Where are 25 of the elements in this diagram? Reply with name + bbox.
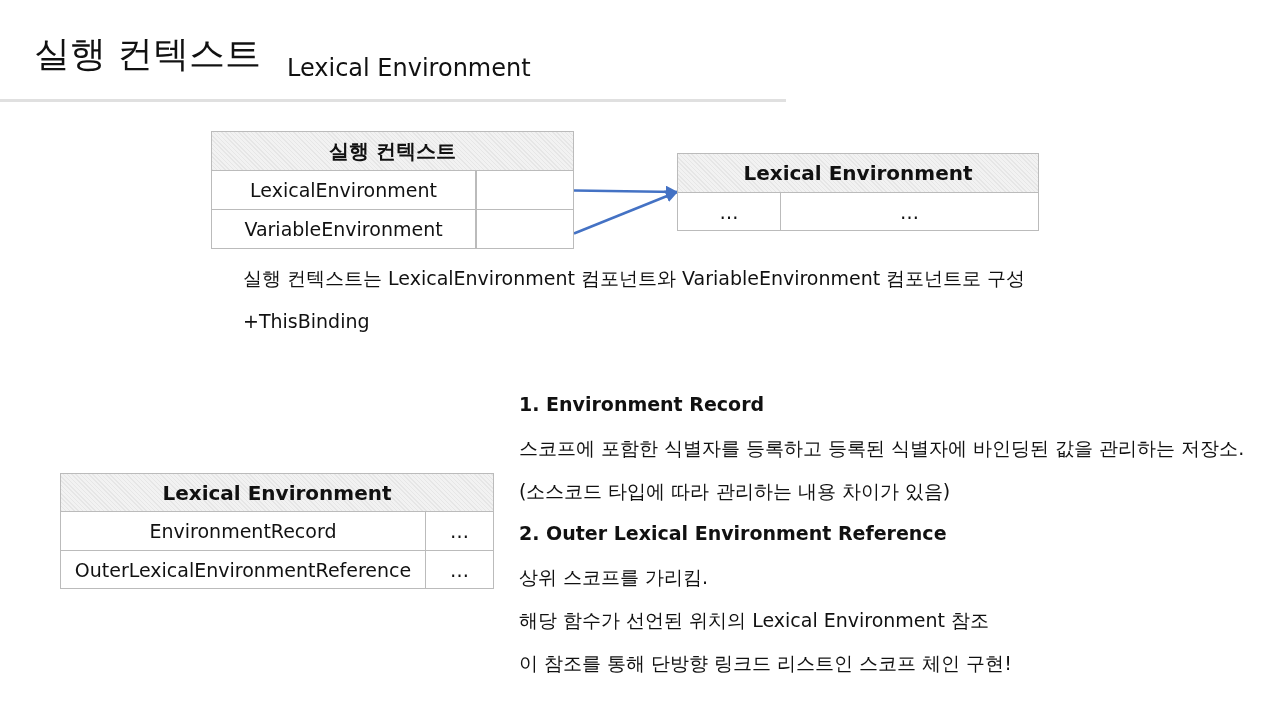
table-cell: EnvironmentRecord xyxy=(61,512,426,551)
empty-cell xyxy=(476,171,574,210)
arrow xyxy=(573,190,679,235)
text-line: 이 참조를 통해 단방향 링크드 리스트인 스코프 체인 구현! xyxy=(519,651,1012,676)
table-cell: OuterLexicalEnvironmentReference xyxy=(61,551,426,589)
text-line: 상위 스코프를 가리킴. xyxy=(519,565,709,590)
table-title: 실행 컨텍스트 xyxy=(329,137,456,165)
text-line: 스코프에 포함한 식별자를 등록하고 등록된 식별자에 바인딩된 값을 관리하는 저장소. xyxy=(519,436,1245,461)
table-cell: … xyxy=(678,193,781,231)
subtitle: Lexical Environment xyxy=(287,54,531,82)
text-line: (소스코드 타입에 따라 관리하는 내용 차이가 있음) xyxy=(519,479,951,504)
section-heading: 2. Outer Lexical Environment Reference xyxy=(519,522,947,544)
table xyxy=(677,153,1039,231)
page-title: 실행 컨텍스트 xyxy=(34,32,262,76)
table-cell: … xyxy=(426,512,494,551)
section-heading: 1. Environment Record xyxy=(519,393,765,415)
table-title: Lexical Environment xyxy=(162,480,392,505)
table-cell: … xyxy=(781,193,1039,231)
text-line: 해당 함수가 선언된 위치의 Lexical Environment 참조 xyxy=(519,608,990,633)
text-line: +ThisBinding xyxy=(243,310,370,332)
table xyxy=(60,473,494,589)
table-cell: … xyxy=(426,551,494,589)
text-line: 실행 컨텍스트는 LexicalEnvironment 컴포넌트와 VariableEnvironment 컴포넌트로 구성 xyxy=(243,266,1026,291)
table-title: Lexical Environment xyxy=(743,161,973,185)
table xyxy=(211,131,574,249)
